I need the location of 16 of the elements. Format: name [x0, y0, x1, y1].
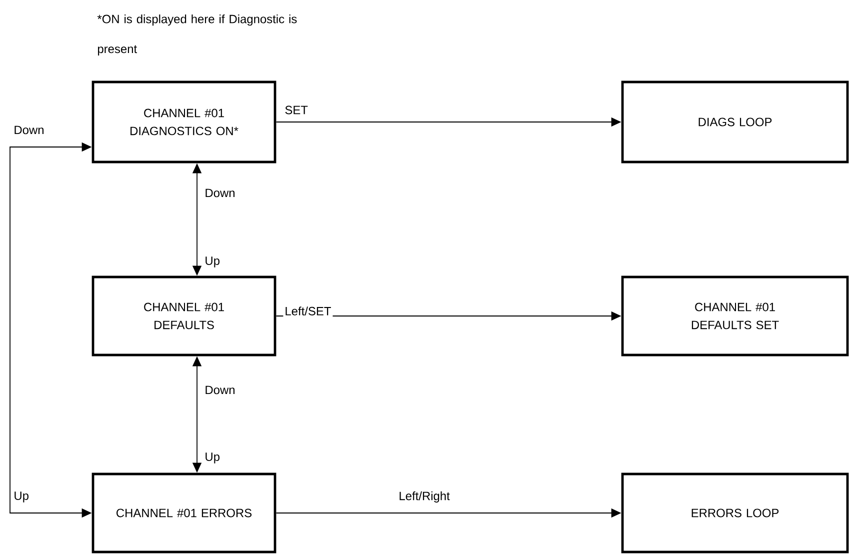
edge-label: Left/Right: [397, 490, 452, 504]
edge-label: Down: [203, 187, 237, 199]
process-box: CHANNEL #01 DEFAULTS: [92, 276, 276, 356]
edge-label: Left/SET: [283, 305, 333, 317]
note-text: *ON is displayed here if Diagnostic is present: [97, 14, 297, 56]
process-box: CHANNEL #01 DIAGNOSTICS ON*: [92, 80, 276, 164]
edge-label: Up: [12, 490, 30, 504]
edge-label: Down: [203, 384, 237, 396]
process-box: CHANNEL #01 ERRORS: [92, 472, 276, 554]
process-box: CHANNEL #01 DEFAULTS SET: [621, 276, 849, 356]
arrow-label: Up: [206, 256, 220, 268]
process-box: ERRORS LOOP: [621, 472, 849, 554]
process-box: DIAGS LOOP: [621, 80, 849, 164]
edge-label: SET: [283, 104, 310, 116]
arrow-label: Down: [14, 126, 44, 134]
arrow-label: Up: [206, 452, 220, 464]
